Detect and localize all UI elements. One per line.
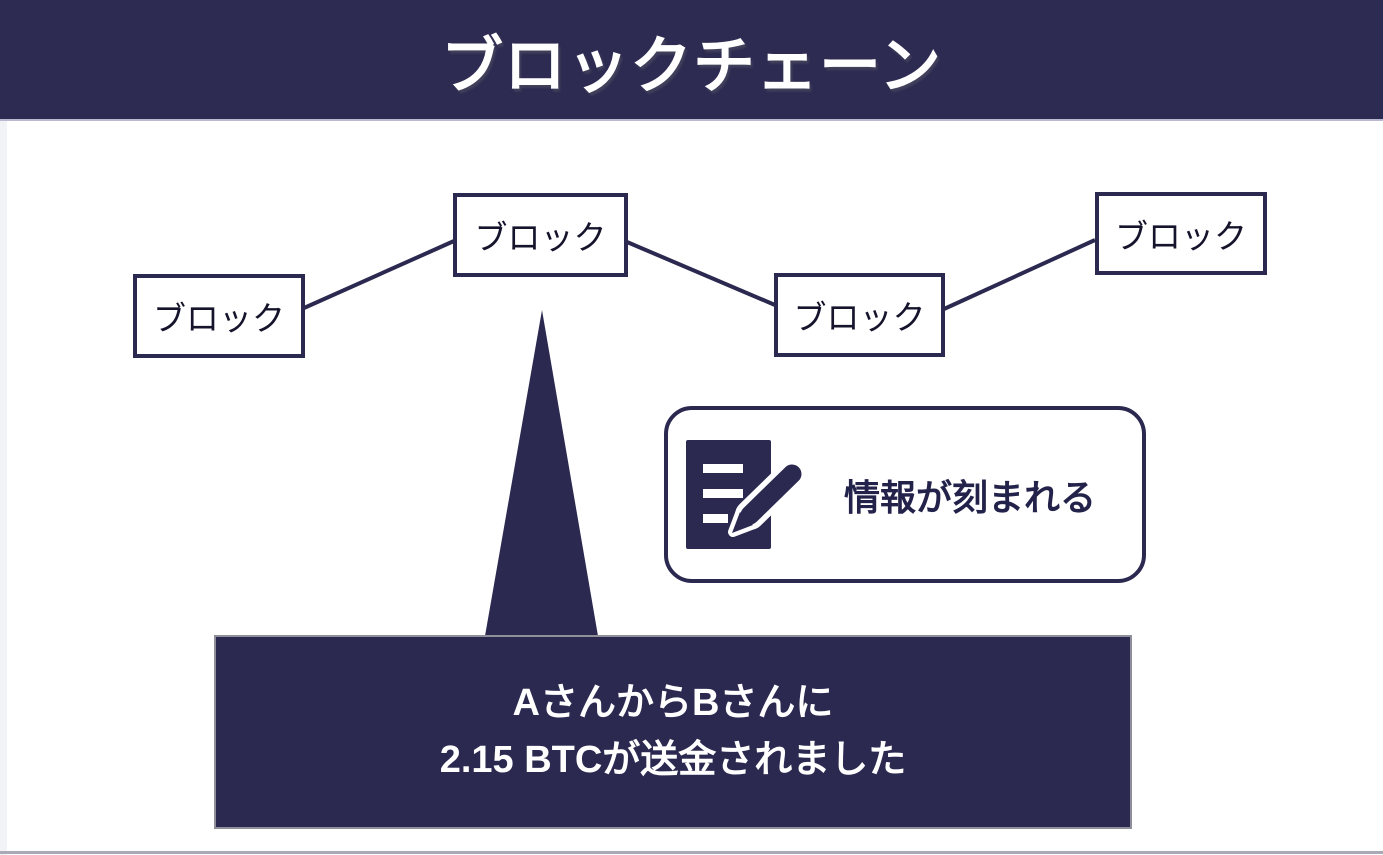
chain-block-3-label: ブロック [793, 299, 926, 336]
chain-block-2: ブロック [453, 193, 628, 277]
transaction-line-1: AさんからBさんに [512, 682, 834, 724]
page-title: ブロックチェーン [441, 31, 942, 101]
connector-line-1-2 [303, 239, 455, 310]
document-line-2 [703, 488, 743, 498]
document-line-1 [703, 463, 743, 473]
header-bar: ブロックチェーン [0, 0, 1383, 121]
document-line-3 [703, 513, 728, 523]
chain-block-3: ブロック [774, 273, 945, 357]
info-callout: 情報が刻まれる [664, 406, 1146, 583]
bottom-rule [0, 851, 1383, 854]
chain-block-1: ブロック [133, 274, 305, 358]
connector-line-2-3 [626, 240, 776, 307]
connector-line-3-4 [943, 238, 1096, 311]
chain-block-4: ブロック [1095, 192, 1267, 275]
callout-tail [485, 310, 598, 636]
transaction-line-2: 2.15 BTCが送金されました [439, 739, 907, 781]
pencil-tip [732, 511, 753, 533]
canvas-left-edge [0, 121, 7, 855]
pencil-body [740, 464, 802, 524]
chain-block-1-label: ブロック [153, 300, 285, 337]
info-callout-label: 情報が刻まれる [843, 476, 1096, 518]
chain-block-2-label: ブロック [474, 219, 607, 256]
transaction-callout: AさんからBさんに 2.15 BTCが送金されました [214, 635, 1132, 829]
document-edit-icon [686, 439, 806, 549]
chain-block-4-label: ブロック [1115, 217, 1247, 255]
